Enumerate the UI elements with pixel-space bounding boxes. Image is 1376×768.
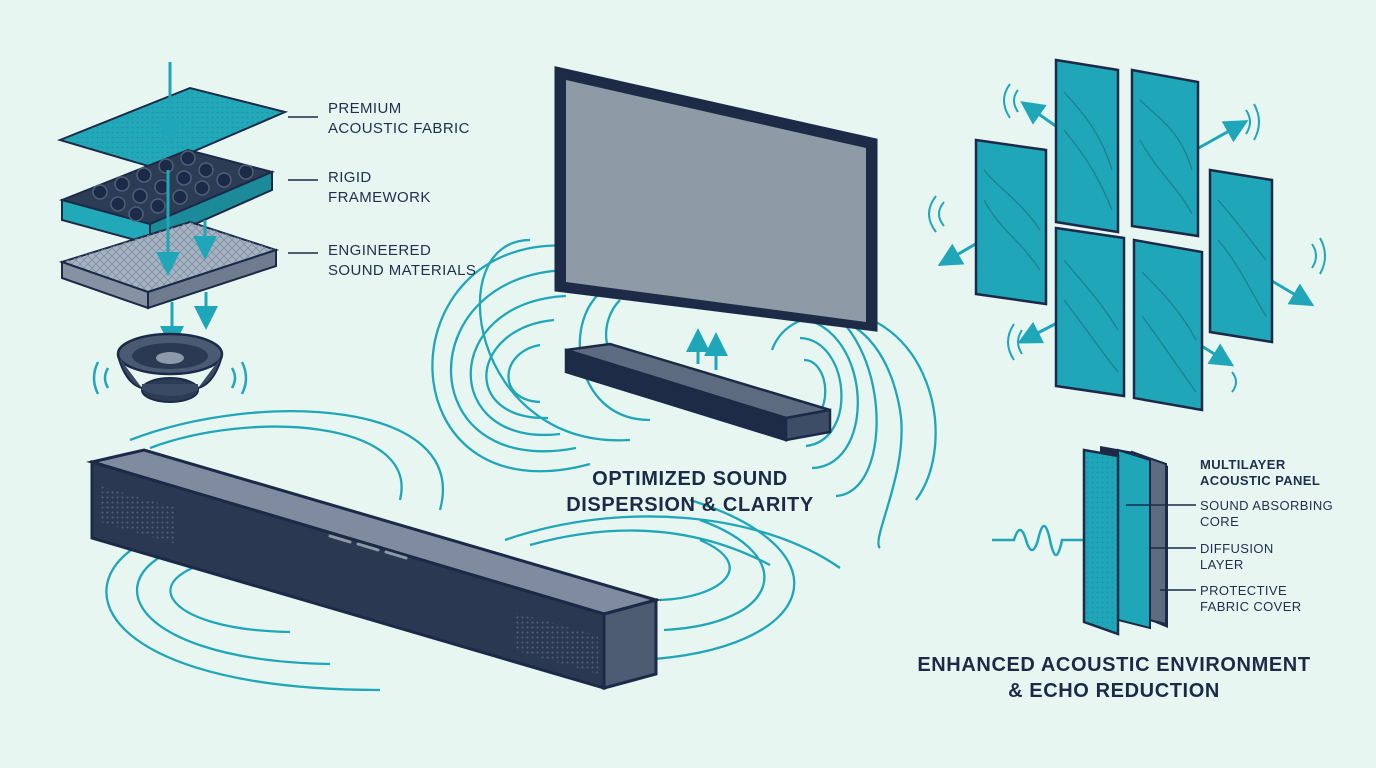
acoustic-panel-cluster (928, 58, 1326, 412)
incoming-sound-wave (992, 524, 1110, 557)
driver-sound-waves (92, 361, 248, 395)
label-sound-materials: ENGINEERED SOUND MATERIALS (328, 241, 476, 281)
soundbar-diagram (86, 410, 841, 692)
speaker-driver (116, 332, 224, 403)
label-sound-materials-text: ENGINEERED SOUND MATERIALS (328, 242, 477, 279)
layer-stack-diagram (56, 62, 318, 403)
multilayer-panel-diagram (992, 446, 1196, 636)
label-rigid-framework-text: RIGID FRAMEWORK (328, 169, 431, 206)
tv-screen (566, 80, 866, 322)
panel-echo-waves (928, 83, 1326, 393)
label-premium-fabric-text: PREMIUM ACOUSTIC FABRIC (328, 100, 470, 137)
caption-environment-text: ENHANCED ACOUSTIC ENVIRONMENT & ECHO RED… (917, 654, 1311, 702)
caption-dispersion-text: OPTIMIZED SOUND DISPERSION & CLARITY (566, 468, 814, 516)
tv-soundbar (564, 342, 832, 442)
label-premium-fabric: PREMIUM ACOUSTIC FABRIC (328, 99, 470, 139)
label-fabric-cover: PROTECTIVE FABRIC COVER (1200, 583, 1302, 615)
label-panel-title-text: MULTILAYER ACOUSTIC PANEL (1200, 457, 1321, 488)
tv-soundbar-diagram (431, 66, 937, 549)
label-diffusion-layer-text: DIFFUSION LAYER (1200, 541, 1274, 572)
label-absorbing-core-text: SOUND ABSORBING CORE (1200, 498, 1334, 529)
caption-dispersion: OPTIMIZED SOUND DISPERSION & CLARITY (560, 466, 820, 518)
label-fabric-cover-text: PROTECTIVE FABRIC COVER (1200, 583, 1302, 614)
label-panel-title: MULTILAYER ACOUSTIC PANEL (1200, 457, 1320, 489)
label-diffusion-layer: DIFFUSION LAYER (1200, 541, 1274, 573)
label-absorbing-core: SOUND ABSORBING CORE (1200, 498, 1333, 530)
caption-environment: ENHANCED ACOUSTIC ENVIRONMENT & ECHO RED… (908, 652, 1320, 704)
label-rigid-framework: RIGID FRAMEWORK (328, 168, 431, 208)
